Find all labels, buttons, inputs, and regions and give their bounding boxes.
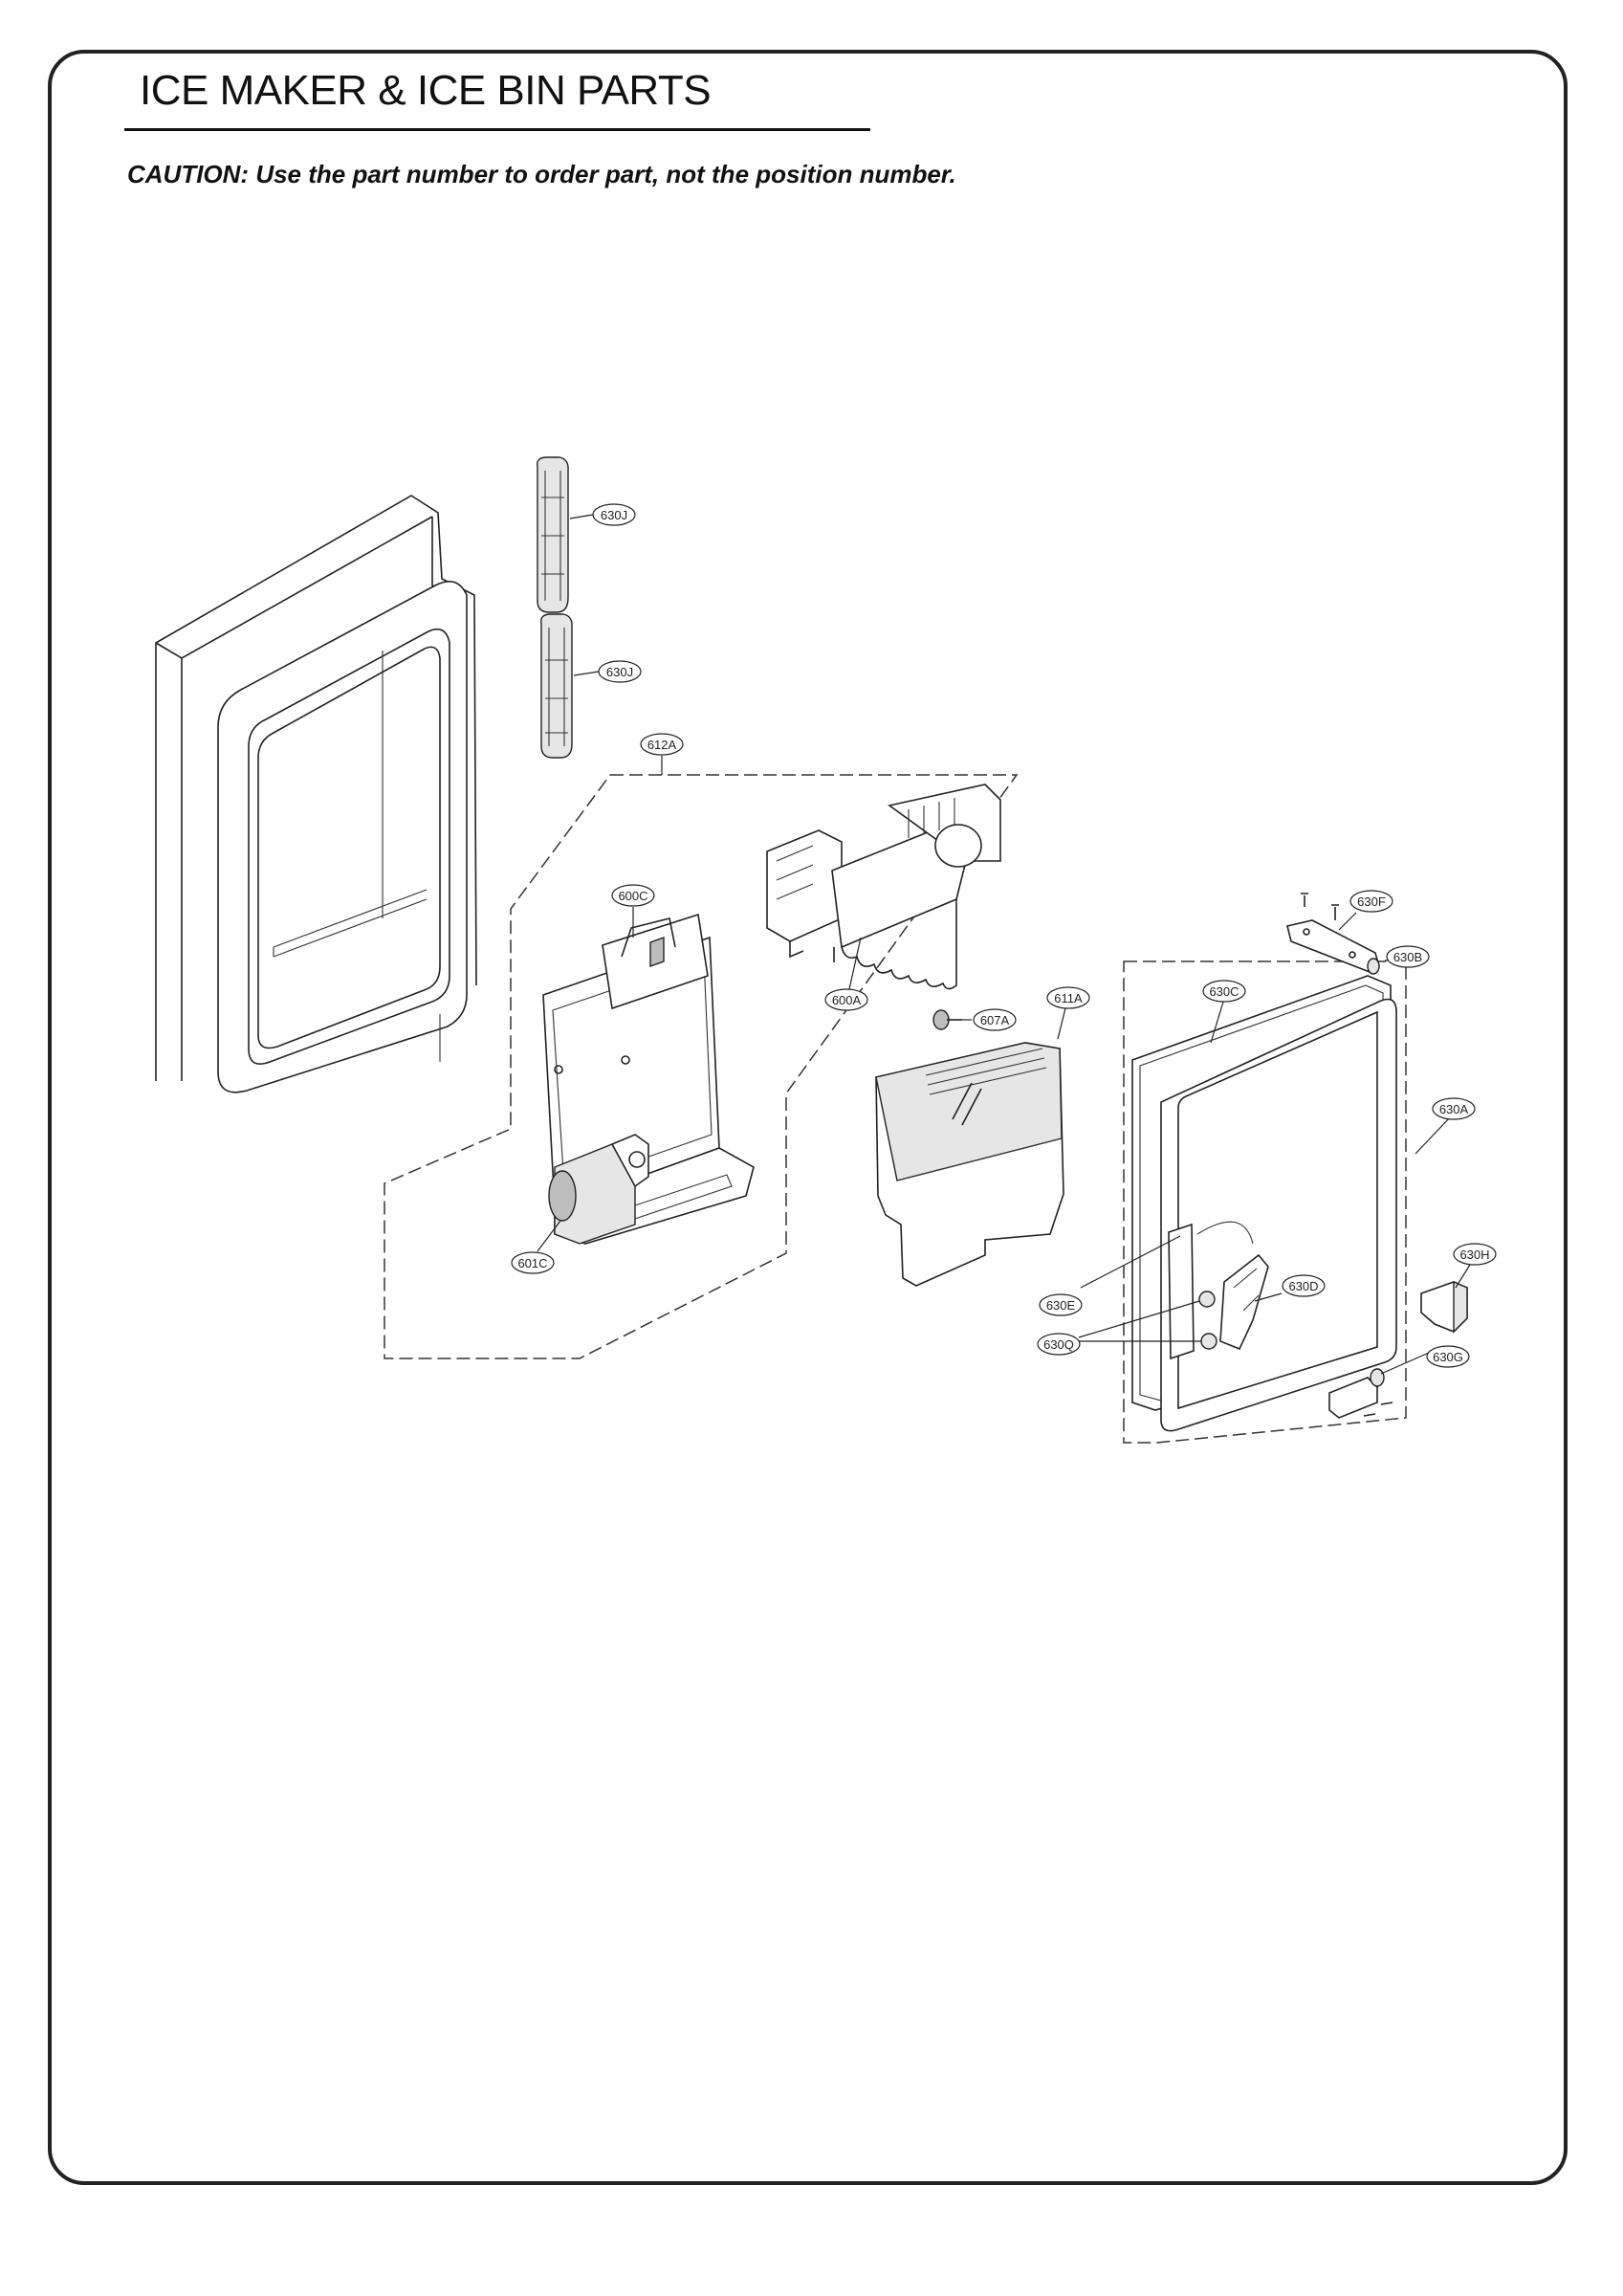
svg-text:607A: 607A xyxy=(980,1013,1010,1027)
ice-bin-611A xyxy=(875,1042,1064,1287)
screws-630Q xyxy=(1198,1291,1217,1350)
svg-text:630D: 630D xyxy=(1288,1279,1318,1293)
svg-text:600C: 600C xyxy=(618,889,647,903)
leader-630J-bottom xyxy=(573,671,600,676)
leader-611A xyxy=(1057,1007,1066,1040)
svg-text:611A: 611A xyxy=(1054,991,1083,1005)
title-underline xyxy=(124,128,870,131)
assembly-boundary-612A xyxy=(384,774,1019,1359)
door-liner-part xyxy=(155,495,477,1093)
pin-630B xyxy=(1367,958,1380,975)
callout-601C: 601C xyxy=(511,1251,555,1274)
callout-612A: 612A xyxy=(640,733,684,756)
door-panel-630A xyxy=(1160,998,1397,1432)
stopper-630H xyxy=(1420,1280,1468,1334)
svg-text:630J: 630J xyxy=(606,665,633,679)
callout-611A: 611A xyxy=(1046,986,1090,1009)
svg-text:630G: 630G xyxy=(1433,1350,1463,1364)
motor-601C xyxy=(548,1134,649,1245)
callout-630J-bottom: 630J xyxy=(598,660,642,683)
svg-text:612A: 612A xyxy=(647,738,677,752)
leader-630Q xyxy=(1078,1300,1201,1342)
leader-630G xyxy=(1380,1352,1430,1375)
callout-630A: 630A xyxy=(1432,1097,1476,1120)
callout-630H: 630H xyxy=(1453,1243,1497,1266)
callout-630F: 630F xyxy=(1349,890,1393,913)
callout-607A: 607A xyxy=(973,1008,1017,1031)
cap-630J-top xyxy=(537,456,569,613)
callout-630B: 630B xyxy=(1386,945,1430,968)
callout-630E: 630E xyxy=(1039,1293,1083,1316)
svg-text:600A: 600A xyxy=(832,993,862,1007)
callout-630C: 630C xyxy=(1202,980,1246,1003)
handle-630D xyxy=(1219,1253,1269,1351)
svg-text:630C: 630C xyxy=(1209,984,1239,999)
ice-maker-600A xyxy=(766,784,1001,990)
callout-630J-top: 630J xyxy=(592,503,636,526)
cap-630J-bottom xyxy=(540,613,573,759)
knob-607A xyxy=(932,1009,962,1030)
leader-600A xyxy=(848,937,862,990)
callout-600A: 600A xyxy=(824,988,868,1011)
leader-630F xyxy=(1338,912,1357,931)
bracket-630G xyxy=(1328,1368,1393,1419)
svg-text:630H: 630H xyxy=(1459,1247,1489,1262)
svg-text:630J: 630J xyxy=(601,508,627,522)
caution-note: CAUTION: Use the part number to order pa… xyxy=(127,160,956,188)
svg-text:630E: 630E xyxy=(1046,1298,1076,1313)
page-title: ICE MAKER & ICE BIN PARTS xyxy=(140,67,712,114)
leader-630H xyxy=(1455,1264,1471,1289)
leader-630C xyxy=(1210,998,1225,1044)
mount-bracket-600C xyxy=(542,913,755,1245)
svg-text:630B: 630B xyxy=(1393,950,1422,964)
svg-text:630F: 630F xyxy=(1357,894,1386,909)
leader-630J-top xyxy=(569,514,594,519)
page-frame xyxy=(48,50,1568,2185)
callout-630G: 630G xyxy=(1426,1345,1470,1368)
leader-601C xyxy=(537,1220,561,1252)
leader-630E xyxy=(1080,1235,1181,1289)
svg-text:601C: 601C xyxy=(517,1256,547,1270)
leader-630A xyxy=(1415,1115,1453,1155)
callout-600C: 600C xyxy=(611,884,655,907)
callout-630D: 630D xyxy=(1282,1274,1326,1297)
leader-630D xyxy=(1254,1292,1283,1302)
svg-text:630Q: 630Q xyxy=(1043,1337,1074,1352)
callout-630Q: 630Q xyxy=(1037,1333,1081,1356)
svg-text:630A: 630A xyxy=(1439,1102,1469,1116)
hinge-630E xyxy=(1168,1223,1195,1360)
